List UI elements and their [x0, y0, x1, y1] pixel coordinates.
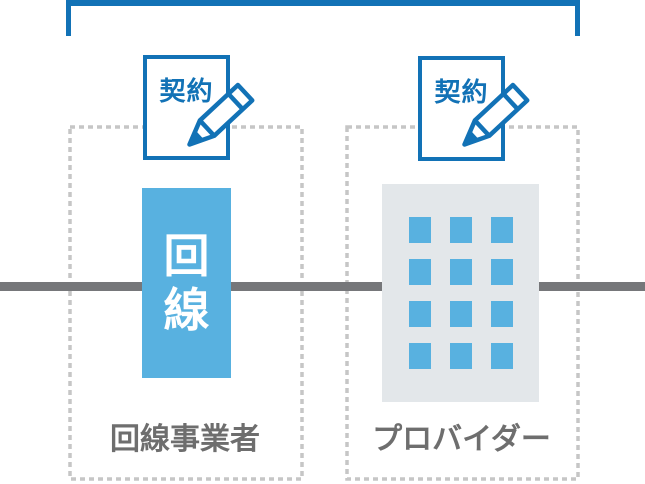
building-window	[450, 259, 472, 285]
carrier-dashed-border	[68, 125, 304, 481]
line-bar: 回 線	[142, 188, 231, 378]
internet-line	[0, 282, 645, 291]
provider-building	[382, 184, 539, 402]
building-window	[450, 217, 472, 243]
line-bar-label: 回 線	[163, 230, 210, 336]
carrier-dashed-box	[68, 125, 304, 481]
building-window	[409, 217, 431, 243]
provider-contract-doc: 契約	[418, 56, 505, 161]
building-window	[409, 259, 431, 285]
carrier-contract-label: 契約	[159, 76, 214, 106]
top-bracket	[66, 0, 580, 36]
carrier-contract-doc: 契約	[143, 55, 230, 160]
building-window	[491, 217, 513, 243]
carrier-name-label: 回線事業者	[110, 423, 260, 456]
building-window	[491, 343, 513, 369]
building-window	[450, 343, 472, 369]
building-window	[409, 301, 431, 327]
building-window	[491, 301, 513, 327]
provider-contract-label: 契約	[434, 77, 489, 107]
building-window	[409, 343, 431, 369]
provider-dashed-box	[345, 125, 580, 481]
provider-dashed-border	[345, 125, 580, 481]
building-window	[450, 301, 472, 327]
building-windows	[382, 184, 539, 402]
building-window	[491, 259, 513, 285]
provider-name-label: プロバイダー	[372, 423, 551, 456]
